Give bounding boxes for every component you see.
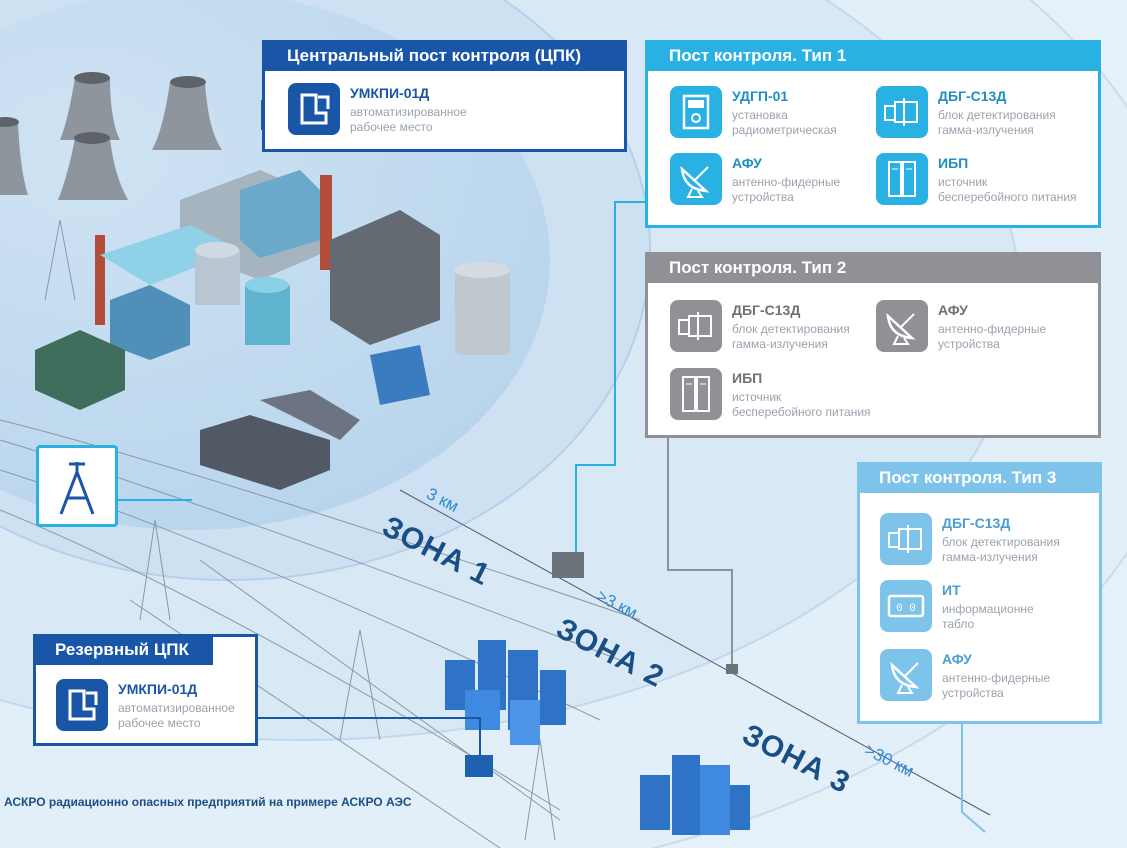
type2-title: Пост контроля. Тип 2 <box>645 252 1101 283</box>
icon-glyph: 0 0 <box>887 594 925 618</box>
central-control-panel: Центральный пост контроля (ЦПК) УМКПИ-01… <box>262 40 627 152</box>
reserve-control-panel: Резервный ЦПК УМКПИ-01Д автоматизированн… <box>33 634 258 746</box>
zone-axis-line <box>399 489 991 816</box>
type3-title: Пост контроля. Тип 3 <box>857 462 1102 493</box>
city-buildings <box>445 640 750 835</box>
icon-glyph <box>68 689 98 721</box>
antenna-dish-icon <box>670 153 722 205</box>
icon-glyph <box>680 165 710 198</box>
reserve-control-title: Резервный ЦПК <box>33 634 213 665</box>
type1-item-title: ДБГ-С13Д <box>938 88 1007 104</box>
icon-glyph <box>682 94 710 130</box>
ups-icon <box>876 153 928 205</box>
workstation-icon <box>288 83 340 135</box>
type2-item-title: ДБГ-С13Д <box>732 302 801 318</box>
zone2-sensor-post <box>726 664 738 674</box>
zone1-sensor-post <box>552 552 584 578</box>
type3-item-title: ИТ <box>942 582 961 598</box>
type1-item-title: АФУ <box>732 155 762 171</box>
detector-icon <box>880 513 932 565</box>
display-board-icon: 0 0 <box>880 580 932 632</box>
icon-glyph <box>682 376 710 412</box>
svg-text:0 0: 0 0 <box>896 603 916 615</box>
radiometer-icon <box>670 86 722 138</box>
type1-title: Пост контроля. Тип 1 <box>645 40 1101 71</box>
central-item-title: УМКПИ-01Д <box>350 85 430 101</box>
type3-item-title: ДБГ-С13Д <box>942 515 1011 531</box>
tower-icon-box <box>36 445 118 527</box>
ups-icon <box>670 368 722 420</box>
icon-glyph <box>890 661 920 694</box>
type3-item-title: АФУ <box>942 651 972 667</box>
type1-item-title: УДГП-01 <box>732 88 789 104</box>
antenna-dish-icon <box>876 300 928 352</box>
type2-item-title: ИБП <box>732 370 763 386</box>
type2-item-title: АФУ <box>938 302 968 318</box>
central-control-title: Центральный пост контроля (ЦПК) <box>262 40 627 71</box>
type3-panel: Пост контроля. Тип 3 ДБГ-С13Д блок детек… <box>857 462 1102 724</box>
detector-icon <box>876 86 928 138</box>
workstation-icon <box>56 679 108 731</box>
detector-icon <box>670 300 722 352</box>
antenna-dish-icon <box>880 649 932 701</box>
reserve-item-title: УМКПИ-01Д <box>118 681 198 697</box>
plant-buildings <box>35 170 510 490</box>
type1-item-title: ИБП <box>938 155 969 171</box>
caption: АСКРО радиационно опасных предприятий на… <box>4 795 412 809</box>
icon-glyph <box>888 525 922 553</box>
icon-glyph <box>886 312 916 345</box>
type2-panel: Пост контроля. Тип 2 ДБГ-С13Д блок детек… <box>645 252 1101 438</box>
icon-glyph <box>300 93 330 125</box>
icon-glyph <box>888 161 916 197</box>
cooling-towers <box>0 72 222 200</box>
icon-glyph <box>884 98 918 126</box>
tower-icon <box>59 462 95 515</box>
icon-glyph <box>678 312 712 340</box>
